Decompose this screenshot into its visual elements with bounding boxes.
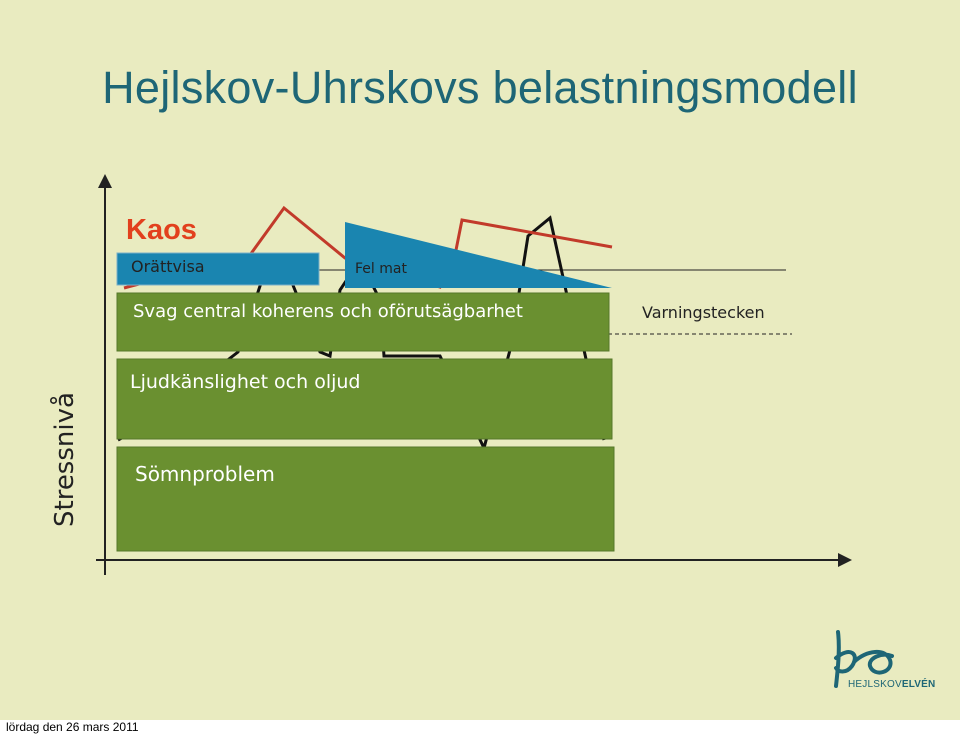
sound-box xyxy=(116,358,613,440)
y-axis-arrow xyxy=(98,174,112,188)
coherence-box xyxy=(116,292,610,352)
wrong-food-label: Fel mat xyxy=(355,261,407,277)
sleep-label: Sömnproblem xyxy=(135,462,275,486)
x-axis-arrow xyxy=(838,553,852,567)
footer-date: lördag den 26 mars 2011 xyxy=(0,720,960,734)
injustice-label: Orättvisa xyxy=(131,257,205,276)
warning-signs-label: Varningstecken xyxy=(642,303,765,322)
page-title: Hejlskov-Uhrskovs belastningsmodell xyxy=(102,62,858,113)
y-axis-label: Stressnivå xyxy=(50,392,80,527)
sound-label: Ljudkänslighet och oljud xyxy=(130,371,361,393)
logo-text: HEJLSKOVELVÉN xyxy=(848,679,936,690)
sleep-box xyxy=(116,446,615,552)
wrong-food-wedge xyxy=(345,222,612,288)
chaos-label: Kaos xyxy=(126,214,197,246)
logo-mark xyxy=(834,630,894,688)
coherence-label: Svag central koherens och oförutsägbarhe… xyxy=(133,301,523,322)
injustice-bar xyxy=(116,252,320,286)
